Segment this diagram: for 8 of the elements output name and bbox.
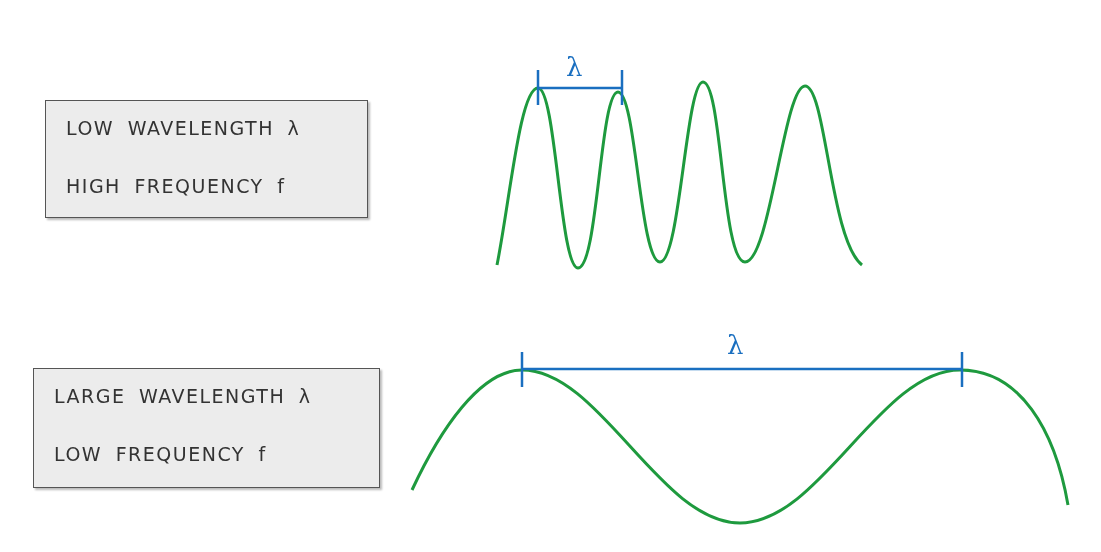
wave-property-text: HIGH FREQUENCY f [66, 175, 286, 197]
text-box [33, 368, 380, 488]
text-box [45, 100, 368, 218]
wave-property-text: LOW FREQUENCY f [54, 443, 267, 465]
wavelength-label: λ [566, 52, 583, 82]
wave-property-text: LARGE WAVELENGTH λ [54, 385, 312, 407]
wave-property-text: LOW WAVELENGTH λ [66, 117, 301, 139]
wavelength-label: λ [727, 330, 744, 360]
